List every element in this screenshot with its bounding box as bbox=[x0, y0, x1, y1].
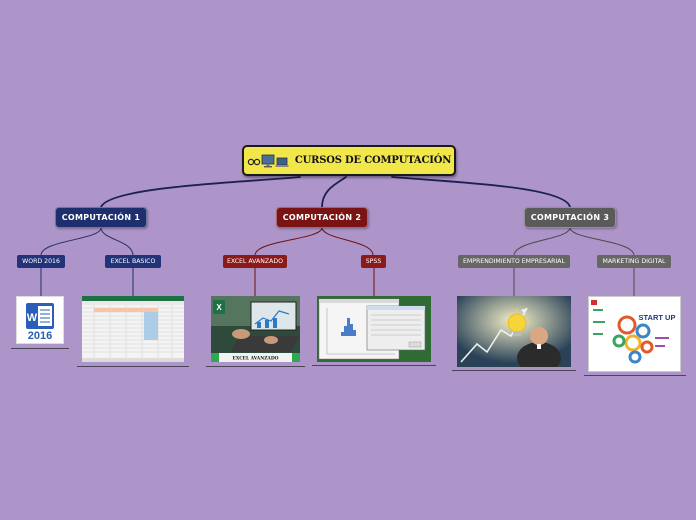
image-underline bbox=[11, 348, 69, 349]
link-root-comp2 bbox=[321, 176, 347, 208]
spss-screenshot-image[interactable] bbox=[317, 296, 431, 362]
image-underline bbox=[452, 370, 576, 371]
word-2016-logo-image[interactable]: W 2016 bbox=[16, 296, 64, 344]
topic-spss[interactable]: SPSS bbox=[361, 255, 386, 268]
image-underline bbox=[77, 366, 189, 367]
image-underline bbox=[206, 366, 305, 367]
branch-computacion-2[interactable]: COMPUTACIÓN 2 bbox=[276, 207, 368, 228]
link-comp2-excela bbox=[254, 227, 323, 256]
link-comp1-word bbox=[40, 227, 102, 256]
desktop-computer-icon bbox=[261, 154, 275, 167]
topic-excel-basico[interactable]: EXCEL BASICO bbox=[105, 255, 161, 268]
link-root-comp3 bbox=[391, 176, 571, 208]
link-comp1-excelb bbox=[100, 227, 134, 256]
root-title: CURSOS DE COMPUTACIÓN bbox=[294, 155, 452, 166]
root-node[interactable]: CURSOS DE COMPUTACIÓN bbox=[242, 145, 456, 176]
startup-text: START UP bbox=[639, 313, 676, 322]
excel-basico-spreadsheet-image[interactable] bbox=[82, 296, 184, 362]
topic-word-2016[interactable]: WORD 2016 bbox=[17, 255, 65, 268]
image-underline bbox=[312, 365, 436, 366]
link-comp3-empr bbox=[513, 227, 571, 256]
link-root-comp1 bbox=[100, 176, 301, 208]
image-underline bbox=[584, 375, 686, 376]
link-comp2-spss bbox=[321, 227, 374, 256]
branch-computacion-1[interactable]: COMPUTACIÓN 1 bbox=[55, 207, 147, 228]
excel-logo-letter: X bbox=[216, 303, 222, 312]
emprendimiento-lightbulb-image[interactable] bbox=[457, 296, 571, 367]
excel-avanzado-photo-image[interactable]: X EXCEL AVANZADO bbox=[211, 296, 300, 362]
word-logo-letter: W bbox=[27, 312, 38, 324]
branch-computacion-3[interactable]: COMPUTACIÓN 3 bbox=[524, 207, 616, 228]
laptop-icon bbox=[275, 157, 289, 167]
glasses-icon bbox=[247, 158, 261, 165]
marketing-startup-image[interactable]: START UP bbox=[588, 296, 681, 372]
word-logo-year: 2016 bbox=[28, 330, 52, 342]
topic-excel-avanzado[interactable]: EXCEL AVANZADO bbox=[223, 255, 287, 268]
excel-avanzado-caption: EXCEL AVANZADO bbox=[233, 357, 279, 362]
root-icons bbox=[247, 154, 291, 168]
topic-marketing-digital[interactable]: MARKETING DIGITAL bbox=[597, 255, 671, 268]
topic-emprendimiento-empresarial[interactable]: EMPRENDIMIENTO EMPRESARIAL bbox=[458, 255, 570, 268]
link-comp3-mkt bbox=[569, 227, 635, 256]
